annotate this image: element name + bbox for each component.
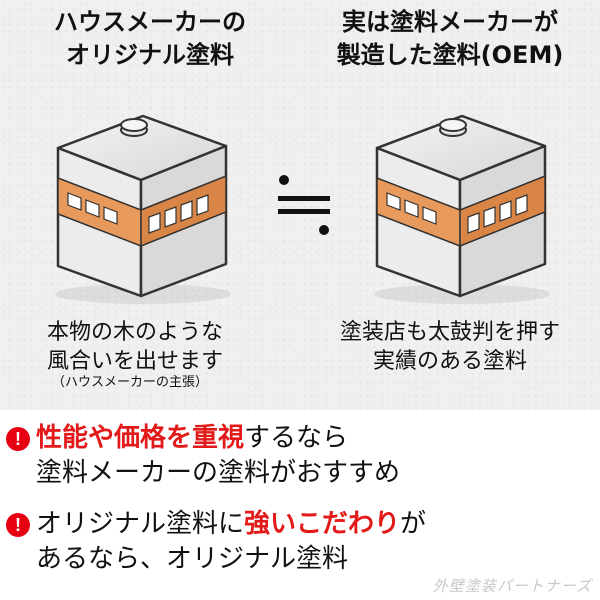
recommendation-2: ! オリジナル塗料に強いこだわりが あるなら、オリジナル塗料 [6, 507, 426, 577]
emphasis-text: 性能や価格を重視 [36, 423, 245, 453]
emphasis-text: 強いこだわり [244, 509, 401, 539]
left-caption-note: （ハウスメーカーの主張） [51, 375, 208, 390]
right-caption: 塗装店も太鼓判を押す 実績のある塗料 [339, 320, 560, 374]
recommendation-1: ! 性能や価格を重視するなら 塗料メーカーの塗料がおすすめ [6, 421, 400, 491]
left-caption: 本物の木のような 風合いを出せます [46, 320, 223, 374]
watermark: 外壁塗装パートナーズ [432, 577, 592, 595]
paint-can-icon [55, 114, 231, 304]
exclamation-icon: ! [6, 427, 30, 451]
comparison-panel: ハウスメーカーの オリジナル塗料 実は塗料メーカーが 製造した塗料(OEM) [0, 0, 600, 410]
exclamation-icon: ! [6, 513, 30, 537]
paint-can-icon [374, 114, 550, 304]
approximately-equal-icon [278, 175, 330, 235]
right-heading: 実は塗料メーカーが 製造した塗料(OEM) [336, 8, 564, 69]
left-heading: ハウスメーカーの オリジナル塗料 [54, 8, 246, 69]
